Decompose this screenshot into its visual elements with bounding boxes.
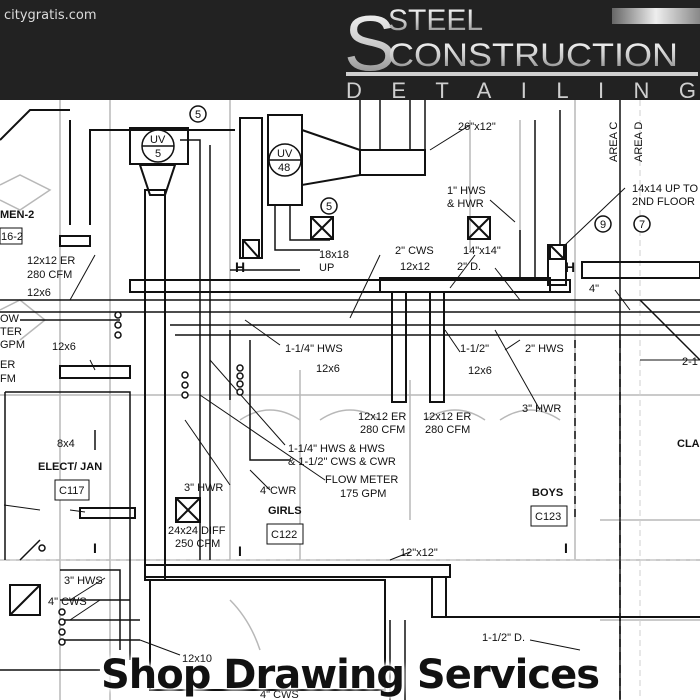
drawing-label-c9: 9	[600, 219, 606, 231]
drawing-label-er-12x12-a: 12x12 ER	[27, 255, 75, 267]
drawing-label-hws-hwr-1b: & HWR	[447, 198, 484, 210]
drawing-label-girls: GIRLS	[268, 505, 302, 517]
drawing-label-d12x12-b: 12"x12"	[400, 547, 438, 559]
logo-detailing: DETAILING	[346, 78, 696, 100]
drawing-label-hws-hwr-1a: 1" HWS	[447, 185, 486, 197]
mechanical-shop-drawing: H H I I I UV 5 UV 48 5 5 9 7 26"x12" 1" …	[0, 100, 700, 700]
drawing-label-area-c: AREA C	[608, 122, 620, 162]
drawing-label-uv48: UV	[277, 148, 293, 160]
drawing-label-d12x6-d: 12x6	[468, 365, 492, 377]
drawing-label-up-14x14b: 2ND FLOOR	[632, 196, 695, 208]
drawing-label-hws-114: 1-1/4" HWS	[285, 343, 343, 355]
drawing-label-c117: C117	[59, 485, 84, 497]
drawing-label-er-12x12-b: 12x12 ER	[358, 411, 406, 423]
drawing-label-edge-fm: FM	[0, 373, 16, 385]
drawing-label-c7: 7	[639, 219, 645, 231]
drawing-label-cfm-280-a: 280 CFM	[27, 269, 72, 281]
drawing-label-hwr-3a: 3" HWR	[522, 403, 561, 415]
drawing-label-cfm-280-b: 280 CFM	[360, 424, 405, 436]
drawing-label-cws-2: 2" CWS	[395, 245, 434, 257]
drawing-label-d12x6-b: 12x6	[52, 341, 76, 353]
ductwork	[0, 109, 700, 691]
logo-bar	[612, 8, 700, 24]
drawing-label-cws-4: 4" CWS	[48, 596, 87, 608]
drawing-label-cwr-4: 4"CWR	[260, 485, 296, 497]
drawing-label-d8x4: 8x4	[57, 438, 75, 450]
drawing-label-edge-gpm: GPM	[0, 339, 25, 351]
drawing-label-d112d: 1-1/2" D.	[482, 632, 525, 644]
drawing-label-uv48n: 48	[278, 162, 290, 174]
drawing-label-dim4: 4"	[589, 283, 599, 295]
drawing-label-c123: C123	[535, 511, 561, 523]
svg-text:H: H	[235, 259, 245, 275]
drawing-label-d14x14: 14"x14"	[463, 245, 501, 257]
svg-text:I: I	[564, 540, 568, 556]
shop-drawing-services-caption: Shop Drawing Services	[100, 652, 600, 698]
drawing-label-boys: BOYS	[532, 487, 563, 499]
drawing-label-edge-2-1: 2-1	[682, 356, 698, 368]
drawing-label-fm-b: 175 GPM	[340, 488, 386, 500]
drawing-label-edge-ter: TER	[0, 326, 22, 338]
drawing-label-d12x6-c: 12x6	[316, 363, 340, 375]
drawing-label-uv5n: 5	[155, 148, 161, 160]
drawing-label-hws-3c: 3" HWS	[64, 575, 103, 587]
drawing-label-elect: ELECT/ JAN	[38, 461, 102, 473]
drawing-label-hws-2: 2" HWS	[525, 343, 564, 355]
drawing-label-cfm-280-c: 280 CFM	[425, 424, 470, 436]
drawing-label-hwr-3b: 3" HWR	[184, 482, 223, 494]
drawing-label-fm-a: FLOW METER	[325, 474, 398, 486]
drawing-label-d12x10: 12x10	[182, 653, 212, 665]
drawing-label-area-d: AREA D	[633, 122, 645, 162]
drawing-label-men2: MEN-2	[0, 209, 34, 221]
drawing-label-up-14x14a: 14x14 UP TO	[632, 183, 698, 195]
drawing-label-edge-er: ER	[0, 359, 15, 371]
drawing-label-room-16-2: 16-2	[1, 231, 23, 243]
drawing-label-d12x6-a: 12x6	[27, 287, 51, 299]
drawing-label-er-12x12-c: 12x12 ER	[423, 411, 471, 423]
drawing-label-uv5: UV	[150, 134, 166, 146]
drawing-label-duct-26x12: 26"x12"	[458, 121, 496, 133]
logo-construction: CONSTRUCTION	[388, 37, 678, 73]
steel-construction-logo: S STEEL CONSTRUCTION DETAILING	[344, 0, 700, 100]
logo-steel: STEEL	[388, 4, 483, 37]
drawing-label-c122: C122	[271, 529, 297, 541]
header-banner: citygratis.com S STEEL CONSTRUCTION DETA…	[0, 0, 700, 100]
drawing-label-cla: CLA	[677, 438, 700, 450]
drawing-label-c5a: 5	[195, 109, 201, 121]
drawing-label-diff-a: 24x24 DIFF	[168, 525, 226, 537]
drawing-label-d18x18: 18x18	[319, 249, 349, 261]
drawing-label-c5b: 5	[326, 201, 332, 213]
drawing-label-hws-mix-b: & 1-1/2" CWS & CWR	[288, 456, 396, 468]
svg-text:I: I	[93, 540, 97, 556]
drawing-label-d1-12: 1-1/2"	[460, 343, 489, 355]
drawing-label-d12x12: 12x12	[400, 261, 430, 273]
drawing-label-diff-b: 250 CFM	[175, 538, 220, 550]
svg-text:H: H	[565, 259, 575, 275]
drawing-label-d2d: 2" D.	[457, 261, 481, 273]
logo-rule	[346, 72, 698, 76]
drawing-label-cws-4b: 4" CWS	[260, 689, 299, 700]
drawing-label-up: UP	[319, 262, 334, 274]
site-watermark: citygratis.com	[4, 8, 97, 23]
drawing-label-hws-mix-a: 1-1/4" HWS & HWS	[288, 443, 385, 455]
drawing-label-edge-ow: OW	[0, 313, 20, 325]
svg-text:I: I	[238, 543, 242, 559]
